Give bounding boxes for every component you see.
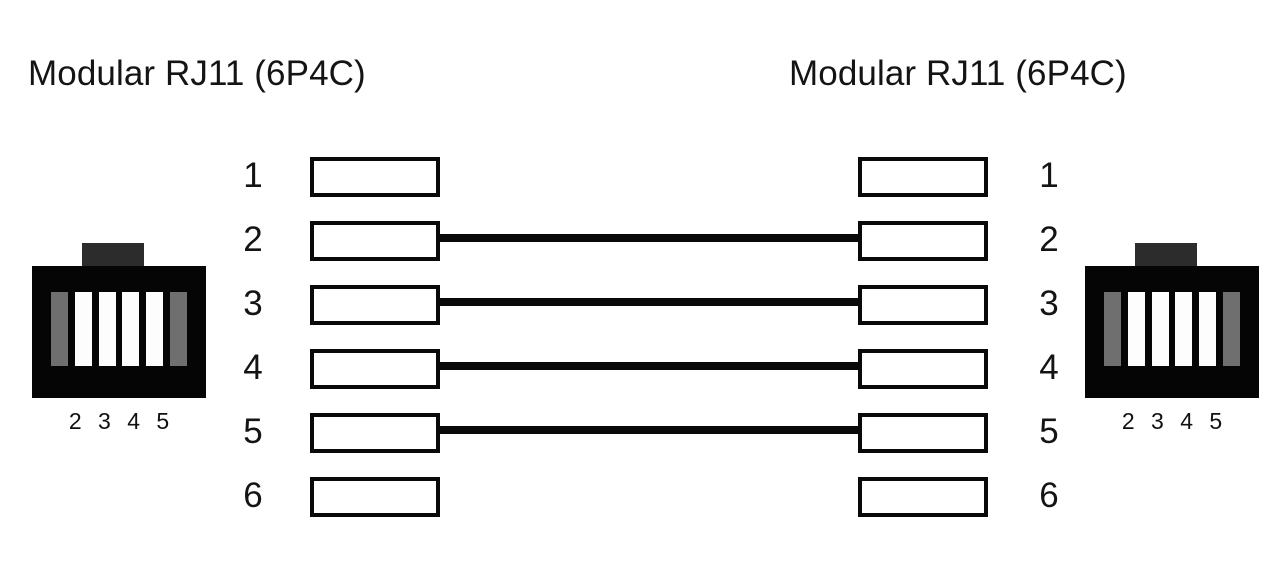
right-terminal-2[interactable] — [858, 221, 988, 261]
left-pin-row-5: 5 — [238, 411, 444, 453]
left-rj11-connector-illustration: 2 3 4 5 — [32, 243, 206, 434]
right-rj11-connector-illustration: 2 3 4 5 — [1085, 243, 1259, 434]
left-pin-number-5: 5 — [243, 412, 263, 451]
left-connector-title: Modular RJ11 (6P4C) — [28, 54, 366, 93]
left-pin-row-2: 2 — [238, 219, 444, 261]
wire-pin-3 — [438, 298, 862, 306]
right-slot-3 — [1151, 292, 1169, 366]
right-pin-row-2: 2 — [858, 219, 1064, 261]
right-terminal-1[interactable] — [858, 157, 988, 197]
left-terminal-1[interactable] — [310, 157, 440, 197]
right-pin-number-3: 3 — [1039, 284, 1059, 323]
left-pin-number-3: 3 — [243, 284, 263, 323]
right-terminal-4[interactable] — [858, 349, 988, 389]
left-terminal-6[interactable] — [310, 477, 440, 517]
right-pin-row-4: 4 — [858, 347, 1064, 389]
left-slot-6 — [169, 292, 187, 366]
right-pin-number-1: 1 — [1039, 156, 1059, 195]
left-pin-number-4: 4 — [243, 348, 263, 387]
right-connector-contact-slots — [1104, 292, 1240, 366]
left-connector-contact-slots — [51, 292, 187, 366]
left-connector-contact-labels: 2 3 4 5 — [68, 408, 175, 434]
right-terminal-3[interactable] — [858, 285, 988, 325]
left-terminal-2[interactable] — [310, 221, 440, 261]
right-slot-5 — [1199, 292, 1217, 366]
right-connector-contact-labels: 2 3 4 5 — [1121, 408, 1228, 434]
left-terminal-4[interactable] — [310, 349, 440, 389]
left-connector-latch-tab-icon — [82, 243, 144, 268]
left-slot-5 — [146, 292, 164, 366]
right-slot-6 — [1222, 292, 1240, 366]
wire-pin-5 — [438, 426, 862, 434]
right-connector-latch-tab-icon — [1135, 243, 1197, 268]
right-pin-number-2: 2 — [1039, 220, 1059, 259]
left-slot-2 — [74, 292, 92, 366]
right-pin-row-6: 6 — [858, 475, 1064, 517]
left-pin-number-6: 6 — [243, 476, 263, 515]
right-connector-title: Modular RJ11 (6P4C) — [789, 54, 1127, 93]
right-pin-row-5: 5 — [858, 411, 1064, 453]
left-pin-row-1: 1 — [238, 155, 444, 197]
right-terminal-5[interactable] — [858, 413, 988, 453]
left-pin-row-6: 6 — [238, 475, 444, 517]
left-pin-row-4: 4 — [238, 347, 444, 389]
right-pin-row-3: 3 — [858, 283, 1064, 325]
left-terminal-5[interactable] — [310, 413, 440, 453]
right-slot-4 — [1175, 292, 1193, 366]
left-pin-number-1: 1 — [243, 156, 263, 195]
wire-pin-4 — [438, 362, 862, 370]
wire-pin-2 — [438, 234, 862, 242]
left-pin-row-3: 3 — [238, 283, 444, 325]
left-slot-3 — [98, 292, 116, 366]
right-slot-1 — [1104, 292, 1121, 366]
left-pin-number-2: 2 — [243, 220, 263, 259]
right-pin-number-6: 6 — [1039, 476, 1059, 515]
right-slot-2 — [1127, 292, 1145, 366]
right-pin-row-1: 1 — [858, 155, 1064, 197]
right-terminal-6[interactable] — [858, 477, 988, 517]
right-pin-number-4: 4 — [1039, 348, 1059, 387]
left-terminal-3[interactable] — [310, 285, 440, 325]
left-slot-1 — [51, 292, 68, 366]
left-slot-4 — [122, 292, 140, 366]
right-pin-number-5: 5 — [1039, 412, 1059, 451]
